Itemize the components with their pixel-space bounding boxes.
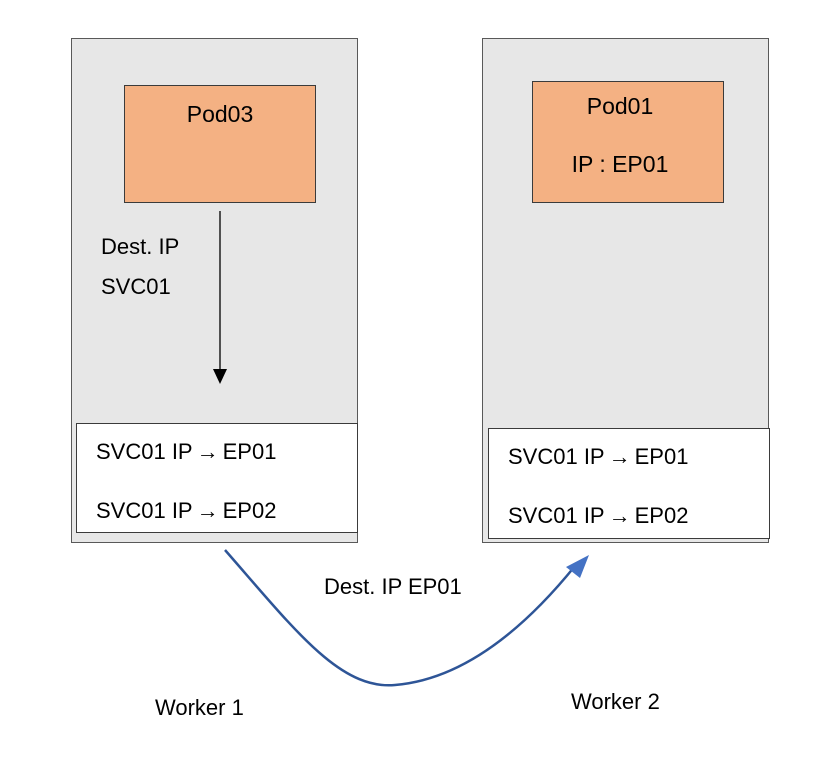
right-arrow-icon: → [196, 439, 219, 464]
worker-2-rule-ep01: SVC01 IP→EP01 [508, 443, 688, 471]
pod01-name: Pod01 [586, 93, 654, 119]
rule-source: SVC01 IP [508, 444, 605, 469]
worker-2-iptables: SVC01 IP→EP01 SVC01 IP→EP02 [488, 428, 770, 539]
right-arrow-icon: → [196, 498, 219, 523]
rule-source: SVC01 IP [96, 498, 193, 523]
worker-1-node: Pod03 SVC01 IP→EP01 SVC01 IP→EP02 [71, 38, 358, 543]
rule-target: EP01 [634, 444, 689, 469]
worker-1-iptables: SVC01 IP→EP01 SVC01 IP→EP02 [76, 423, 358, 533]
pod01-box: Pod01 IP : EP01 [532, 81, 724, 203]
worker-2-node: Pod01 IP : EP01 SVC01 IP→EP01 SVC01 IP→E… [482, 38, 770, 543]
worker-1-rule-ep02: SVC01 IP→EP02 [96, 497, 276, 525]
rule-source: SVC01 IP [508, 503, 605, 528]
rule-target: EP02 [634, 503, 689, 528]
right-arrow-icon: → [608, 444, 631, 469]
local-dest-label: Dest. IP [101, 234, 180, 259]
rule-target: EP02 [222, 498, 277, 523]
cross-node-dest-label: Dest. IP EP01 [324, 574, 462, 599]
worker-1-rule-ep01: SVC01 IP→EP01 [96, 438, 276, 466]
pod01-ip: IP : EP01 [571, 151, 669, 177]
worker-2-rule-ep02: SVC01 IP→EP02 [508, 502, 688, 530]
local-dest-value: SVC01 [101, 274, 171, 299]
worker-2-label: Worker 2 [571, 689, 660, 714]
pod03-box: Pod03 [124, 85, 316, 203]
curved-arrow-icon [224, 549, 589, 687]
rule-source: SVC01 IP [96, 439, 193, 464]
rule-target: EP01 [222, 439, 277, 464]
pod03-name: Pod03 [186, 101, 254, 127]
worker-1-label: Worker 1 [155, 695, 244, 720]
right-arrow-icon: → [608, 503, 631, 528]
